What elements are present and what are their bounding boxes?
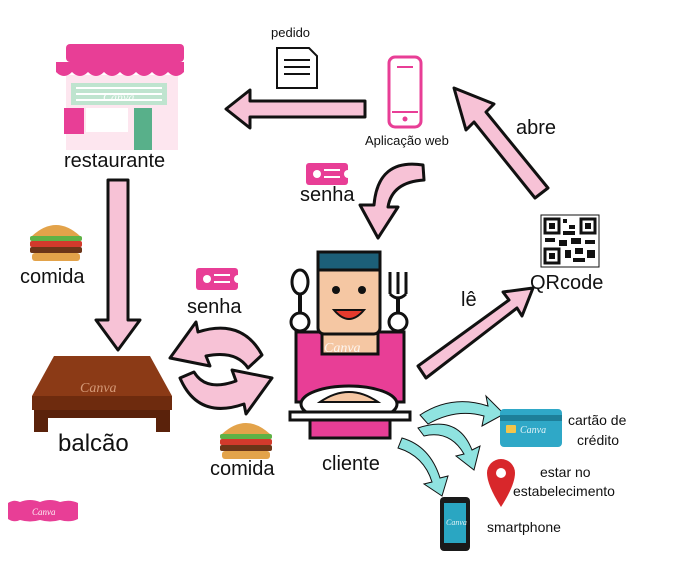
client-character-icon — [288, 250, 412, 440]
ticket-icon-left — [196, 268, 242, 290]
location-pin-icon — [487, 459, 515, 507]
label-cartao-line1: cartão de — [568, 412, 627, 428]
label-estar-line2: estabelecimento — [513, 483, 615, 499]
label-qrcode: QRcode — [530, 272, 604, 294]
watermark-badge: Canva — [32, 507, 56, 517]
arrow-qrcode-to-phone — [452, 86, 550, 200]
arrow-cycle-bottom — [178, 368, 274, 416]
watermark-balcao: Canva — [80, 381, 117, 396]
label-estar-line1: estar no — [540, 464, 591, 480]
ticket-icon-top — [306, 163, 352, 185]
watermark-restaurant: Canva — [103, 90, 134, 104]
watermark-card: Canva — [520, 425, 546, 436]
label-balcao: balcão — [58, 430, 129, 457]
credit-card-icon — [500, 409, 562, 447]
smartphone-icon — [440, 497, 470, 551]
label-pedido: pedido — [271, 25, 311, 40]
label-cliente: cliente — [322, 453, 380, 475]
arrow-cycle-top — [168, 320, 264, 370]
smartphone-outline-icon — [387, 55, 423, 129]
qrcode-icon — [540, 214, 600, 268]
restaurant-icon — [56, 44, 184, 150]
burger-icon-left — [30, 225, 82, 261]
watermark-smartphone: Canva — [446, 518, 467, 527]
label-aplicacao-web: Aplicação web — [365, 133, 449, 148]
label-comida-bottom: comida — [210, 458, 275, 480]
arrow-client-to-card — [419, 394, 505, 427]
burger-icon-bottom — [220, 423, 272, 459]
arrow-phone-to-client — [358, 162, 426, 240]
label-restaurante: restaurante — [64, 150, 166, 172]
label-le: lê — [461, 289, 477, 311]
arrow-client-to-smartphone — [397, 437, 449, 497]
watermark-client: Canva — [324, 341, 361, 356]
arrow-client-to-location — [417, 423, 481, 471]
arrow-client-to-qrcode — [416, 286, 535, 380]
label-comida-left: comida — [20, 266, 85, 288]
canva-badge — [8, 500, 78, 522]
arrow-phone-to-restaurant — [224, 88, 367, 130]
counter-table-icon — [32, 356, 172, 432]
label-cartao-line2: crédito — [577, 432, 620, 448]
label-smartphone: smartphone — [487, 519, 561, 535]
label-senha-left: senha — [187, 296, 242, 318]
label-senha-top: senha — [300, 184, 355, 206]
arrow-restaurant-to-balcao — [94, 178, 142, 352]
label-abre: abre — [516, 117, 557, 139]
document-icon — [276, 47, 318, 89]
